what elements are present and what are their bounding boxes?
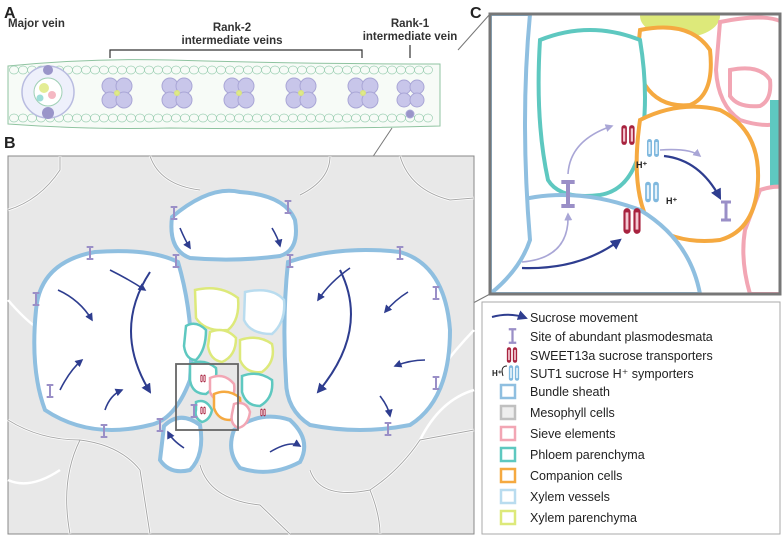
panel-b-tissue	[7, 155, 475, 535]
swatch-phloem-parenchyma	[499, 446, 517, 463]
large-arrow-left	[130, 271, 152, 394]
legend-companion: Companion cells	[530, 469, 622, 483]
panel-b-label: B	[4, 135, 16, 152]
legend: Sucrose movement Site of abundant plasmo…	[481, 301, 781, 535]
proton-label-c-1: H⁺	[636, 160, 647, 170]
rank2-veins	[101, 77, 379, 109]
rank2-bracket	[109, 49, 363, 58]
legend-bundle-sheath: Bundle sheath	[530, 385, 610, 399]
legend-xylem-vessels: Xylem vessels	[530, 490, 610, 504]
zoom-box-b	[175, 363, 239, 431]
legend-proton-arrow	[501, 365, 508, 377]
panel-c-label: C	[470, 5, 482, 22]
swatch-mesophyll	[499, 404, 517, 421]
sucrose-arrows	[57, 227, 426, 453]
swatch-bundle-sheath	[499, 383, 517, 400]
swatch-sieve	[499, 425, 517, 442]
legend-plasmodesmata: Site of abundant plasmodesmata	[530, 330, 713, 344]
legend-sut1: SUT1 sucrose H⁺ symporters	[530, 367, 694, 381]
panel-c-zoom: H⁺ H⁺	[488, 12, 782, 296]
zoom-line-b-to-c-top	[457, 13, 491, 51]
epidermis-cell	[423, 65, 433, 75]
rank1-label-line1: Rank-1	[391, 18, 430, 30]
vascular-bundle	[182, 287, 286, 430]
epidermis-cell	[423, 113, 433, 123]
rank1-vein	[396, 79, 425, 119]
legend-swatches	[499, 383, 517, 526]
legend-xylem-parenchyma: Xylem parenchyma	[530, 511, 637, 525]
legend-arrow-icon	[491, 310, 528, 320]
panel-a-label: A	[4, 5, 16, 22]
rank1-label-line2: intermediate vein	[363, 31, 458, 43]
legend-sieve: Sieve elements	[530, 427, 615, 441]
rank2-label-line1: Rank-2	[213, 22, 251, 34]
leaf-cross-section	[7, 59, 441, 130]
legend-proton-label: H⁺	[492, 369, 502, 378]
major-vein	[21, 65, 75, 119]
legend-sucrose-movement: Sucrose movement	[530, 311, 638, 325]
proton-label-c-2: H⁺	[666, 196, 677, 206]
large-arrow-right	[316, 269, 352, 394]
legend-sweet: SWEET13a sucrose transporters	[530, 349, 713, 363]
swatch-xylem-vessels	[499, 488, 517, 505]
major-vein-label: Major vein	[8, 18, 65, 30]
legend-phloem-parenchyma: Phloem parenchyma	[530, 448, 645, 462]
sucrose-arrows-c	[521, 124, 722, 270]
swatch-xylem-parenchyma	[499, 509, 517, 526]
swatch-companion	[499, 467, 517, 484]
legend-mesophyll: Mesophyll cells	[530, 406, 615, 420]
rank2-label-line2: intermediate veins	[182, 35, 283, 47]
